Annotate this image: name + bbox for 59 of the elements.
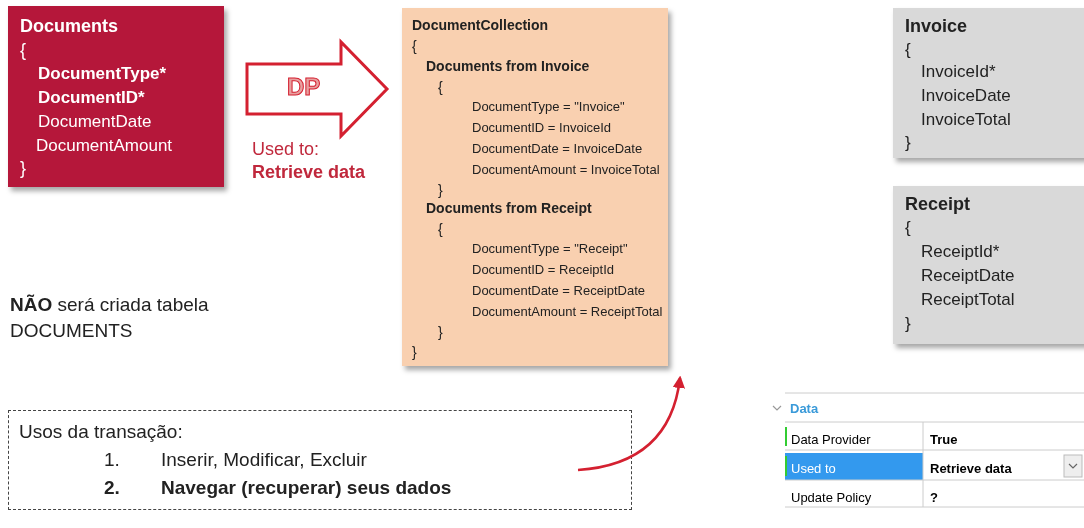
code-line: DocumentDate = ReceiptDate [472,283,646,298]
code-line: ReceiptDate [921,266,1015,286]
heading-text: Documents from Receipt [426,200,592,216]
code-line: InvoiceTotal [921,110,1011,130]
code-line: Usos da transação: [19,421,183,443]
note-text: NÃO será criada tabela DOCUMENTS [10,293,210,343]
property-name: Used to [791,461,836,476]
code-line: { [905,218,911,238]
code-line: { [20,40,26,61]
heading-text: DocumentID* [38,88,145,108]
code-line: { [905,40,911,60]
heading-text: Documents [20,16,118,37]
heading-text: 2. [104,477,120,499]
heading-text: Invoice [905,16,968,37]
block-arrow [245,38,390,140]
code-line: } [905,314,911,334]
caption-text: Retrieve data [252,162,366,183]
section-header: Data [790,401,819,416]
heading-text: Navegar (recuperar) seus dados [161,477,452,499]
code-line: InvoiceId* [921,62,996,82]
code-line: ReceiptTotal [921,290,1015,310]
property-name: Data Provider [791,432,871,447]
entity-card [8,6,224,187]
code-line: DocumentType = "Receipt" [472,241,628,256]
code-line: { [438,221,443,237]
code-line: { [412,38,417,54]
note-box [8,410,632,510]
code-line: } [905,133,911,153]
property-value: Retrieve data [930,461,1012,476]
edge-label: DP [287,73,321,101]
code-line: { [438,79,443,95]
code-line: DocumentType = "Invoice" [472,99,625,114]
code-card [402,8,668,366]
code-line: ReceiptId* [921,242,1000,262]
heading-text: DocumentCollection [412,17,549,33]
code-line: DocumentAmount = InvoiceTotal [472,162,660,177]
entity-card [893,8,1084,158]
property-value: ? [930,490,938,505]
code-line: } [412,344,417,360]
caption-text: Used to: [252,139,320,160]
entity-card [893,186,1084,344]
code-line: } [438,182,443,198]
heading-text: Receipt [905,194,971,215]
arrow [577,375,685,472]
heading-text: Documents from Invoice [426,58,590,74]
code-line: DocumentDate = InvoiceDate [472,141,643,156]
property-name: Update Policy [791,490,872,505]
code-line: DocumentID = InvoiceId [472,120,612,135]
code-line: DocumentAmount [36,136,173,156]
property-value: True [930,432,958,447]
code-line: DocumentDate [38,112,152,132]
code-line: DocumentAmount = ReceiptTotal [472,304,663,319]
code-line: InvoiceDate [921,86,1011,106]
code-line: 1. [104,449,120,471]
code-line: } [20,158,26,179]
code-line: } [438,324,443,340]
heading-text: DocumentType* [38,64,167,84]
code-line: DocumentID = ReceiptId [472,262,614,277]
code-line: Inserir, Modificar, Excluir [161,449,367,471]
